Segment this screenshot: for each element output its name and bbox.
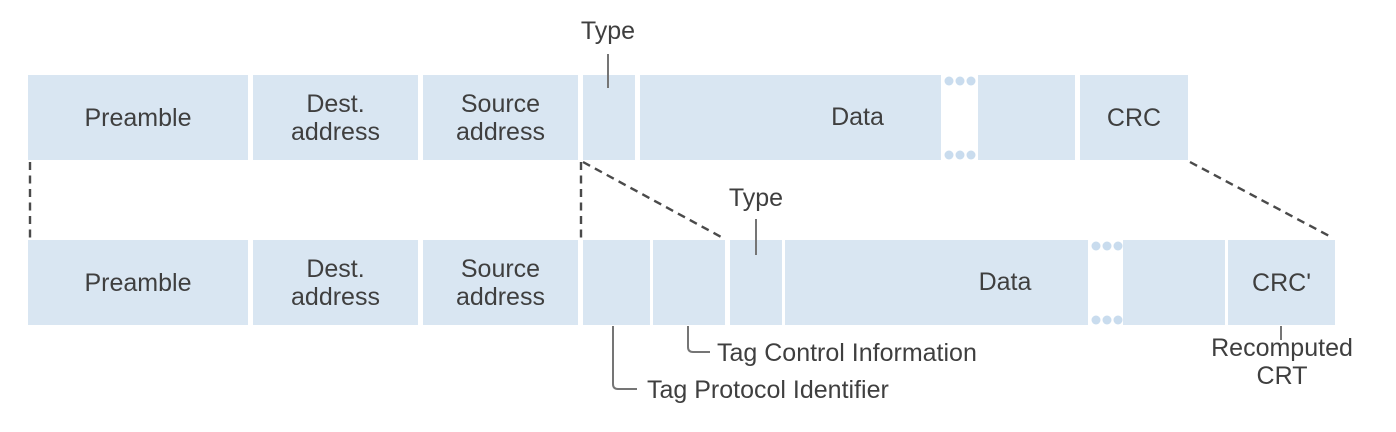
tag-protocol-identifier-pointer-line bbox=[612, 326, 637, 390]
tagged-frame-data-label: Data bbox=[978, 268, 1032, 296]
tag-control-information-label: Tag Control Information bbox=[717, 339, 977, 367]
original-frame-dest-address-cell: Dest. address bbox=[253, 75, 418, 160]
recomputed-crc-label: Recomputed CRT bbox=[1211, 334, 1353, 390]
middle-diagonal-dashed-connector bbox=[582, 160, 724, 240]
original-frame-source-address-cell: Source address bbox=[423, 75, 578, 160]
tag-control-information-pointer-line bbox=[687, 326, 710, 353]
tagged-frame-type-cell bbox=[730, 240, 782, 325]
tagged-frame-data-cell bbox=[785, 240, 1088, 325]
original-frame-type-cell bbox=[583, 75, 635, 160]
tagged-frame-tag-control-information-cell bbox=[653, 240, 725, 325]
original-frame-preamble-cell: Preamble bbox=[28, 75, 248, 160]
original-frame-data-tail-cell bbox=[978, 75, 1075, 160]
tagged-frame-preamble-cell: Preamble bbox=[28, 240, 248, 325]
tagged-frame-data-tail-cell bbox=[1123, 240, 1225, 325]
tagged-frame-source-address-cell: Source address bbox=[423, 240, 578, 325]
tagged-frame-type-label: Type bbox=[728, 184, 784, 212]
original-frame-data-label: Data bbox=[831, 103, 884, 131]
tag-protocol-identifier-label: Tag Protocol Identifier bbox=[647, 376, 889, 404]
original-frame-data-field: Data bbox=[640, 75, 1075, 160]
tagged-frame-crc-cell: CRC' bbox=[1228, 240, 1335, 325]
original-frame-data-cell bbox=[640, 75, 941, 160]
tagged-frame-tag-protocol-identifier-cell bbox=[583, 240, 650, 325]
tagged-frame-data-field: Data bbox=[785, 240, 1225, 325]
original-frame-type-label: Type bbox=[580, 17, 636, 45]
right-diagonal-dashed-connector bbox=[1189, 160, 1334, 240]
original-frame-crc-cell: CRC bbox=[1080, 75, 1188, 160]
tagged-frame-dest-address-cell: Dest. address bbox=[253, 240, 418, 325]
